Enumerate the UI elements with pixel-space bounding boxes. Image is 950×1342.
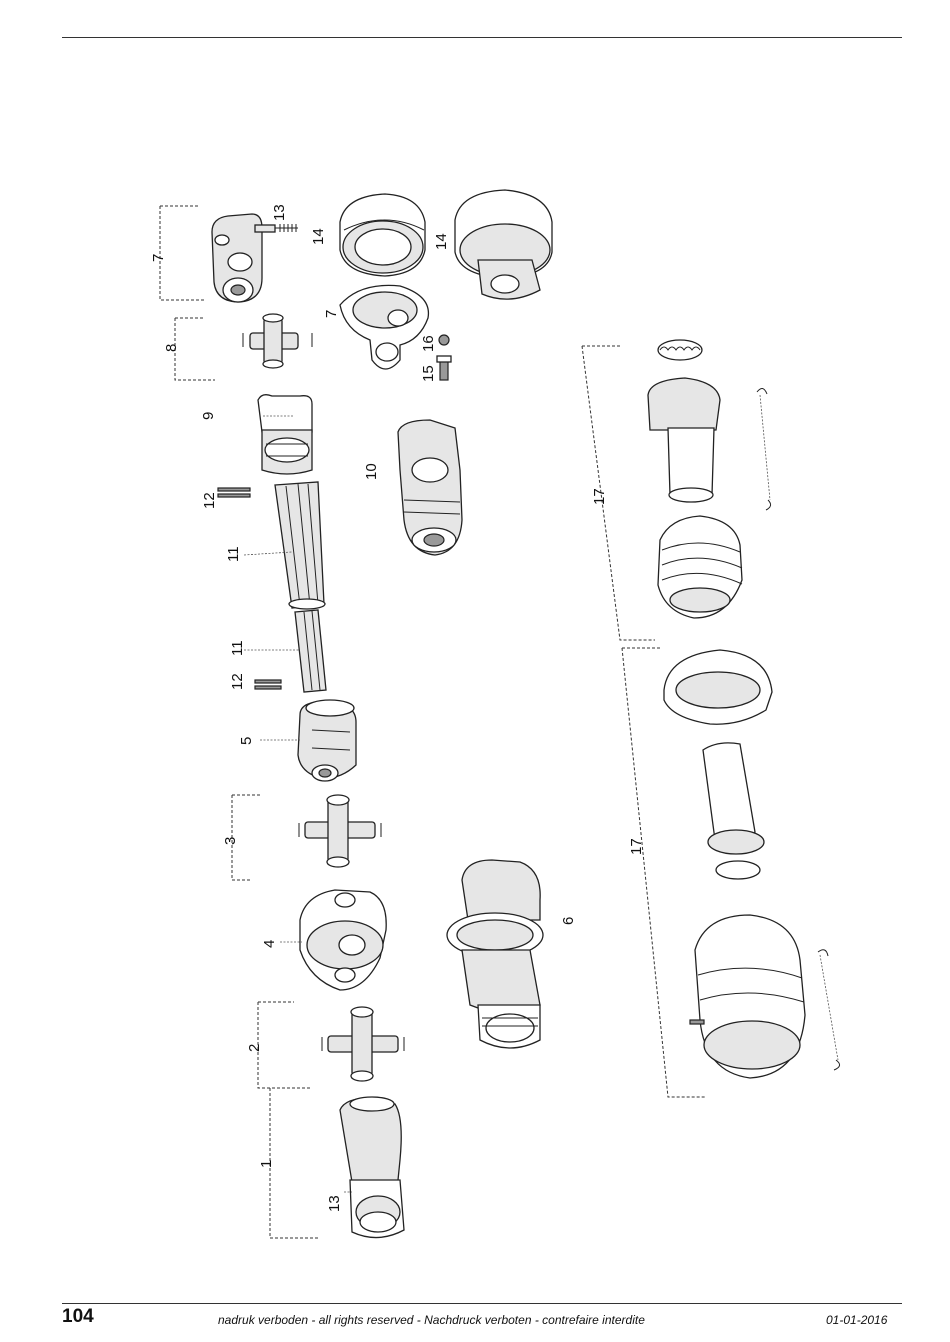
- part-bolt-15: [437, 356, 451, 380]
- bracket-8: [175, 318, 215, 380]
- part-joint-6: [447, 860, 543, 1048]
- part-joint-10: [398, 420, 462, 555]
- callout-9: 9: [200, 412, 217, 420]
- callout-8: 8: [163, 344, 180, 352]
- callout-15: 15: [420, 365, 437, 382]
- callout-4: 4: [261, 940, 278, 948]
- callout-16: 16: [420, 335, 437, 352]
- part-tube-11-outer: [275, 482, 325, 609]
- callout-3: 3: [222, 837, 239, 845]
- callout-14-left: 14: [310, 228, 327, 245]
- callout-14-right: 14: [433, 233, 450, 250]
- callout-1: 1: [258, 1160, 275, 1168]
- bracket-1: [270, 1088, 320, 1238]
- part-cross-8: [243, 314, 312, 368]
- part-yoke-9: [258, 395, 312, 474]
- part-yoke-5: [298, 700, 356, 781]
- callout-12-upper: 12: [201, 492, 218, 509]
- part-flange-7: [340, 285, 428, 369]
- callout-6: 6: [560, 917, 577, 925]
- callout-13-upper: 13: [271, 204, 288, 221]
- callout-17-lower: 17: [628, 838, 645, 855]
- bracket-2: [258, 1002, 310, 1088]
- part-tube-11-inner: [295, 610, 326, 692]
- callout-13-lower: 13: [326, 1195, 343, 1212]
- part-guard-17-upper: [648, 340, 771, 618]
- callout-7-top: 7: [150, 254, 167, 262]
- part-pin-12: [218, 488, 250, 497]
- part-pin-12-lower: [255, 680, 281, 689]
- callout-7-flange: 7: [323, 310, 340, 318]
- callout-2: 2: [246, 1044, 263, 1052]
- part-cross-3: [299, 795, 381, 867]
- part-yoke-top: [212, 214, 298, 302]
- callout-5: 5: [238, 737, 255, 745]
- part-cross-2: [322, 1007, 404, 1081]
- callout-10: 10: [363, 463, 380, 480]
- part-yoke-1: [340, 1097, 404, 1238]
- page-number: 104: [62, 1306, 94, 1328]
- callout-17-upper: 17: [591, 488, 608, 505]
- part-nut-16: [439, 335, 449, 345]
- copyright-notice: nadruk verboden - all rights reserved - …: [218, 1313, 645, 1327]
- callout-12-lower: 12: [229, 673, 246, 690]
- callout-11-lower: 11: [229, 640, 246, 656]
- part-guard-17-lower: [664, 650, 840, 1078]
- footer-rule: [62, 1303, 902, 1304]
- callout-11-upper: 11: [225, 546, 242, 562]
- part-clutch-14-left: [340, 194, 425, 276]
- bracket-7: [160, 206, 205, 300]
- part-clutch-14-right: [455, 190, 552, 299]
- footer-date: 01-01-2016: [826, 1313, 887, 1327]
- part-flange-4: [300, 890, 386, 990]
